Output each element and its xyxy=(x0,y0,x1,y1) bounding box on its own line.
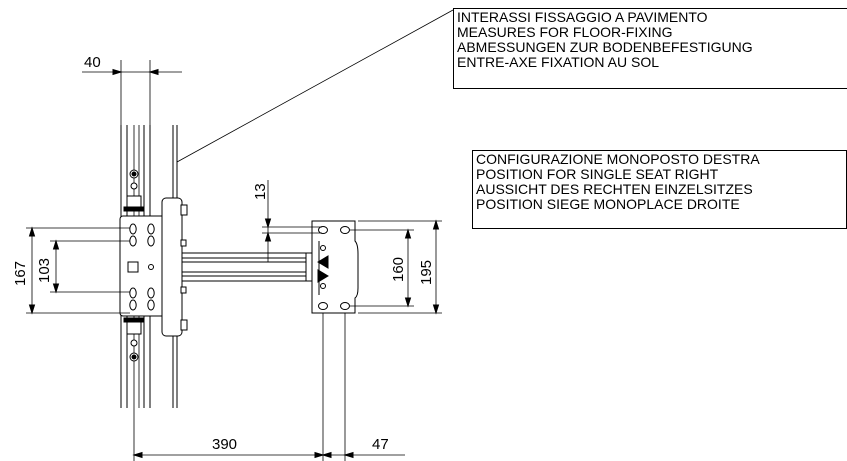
seat-profile xyxy=(161,125,188,408)
single-seat-line-de: AUSSICHT DES RECHTEN EINZELSITZES xyxy=(476,181,753,197)
single-seat-line-it: CONFIGURAZIONE MONOPOSTO DESTRA xyxy=(476,151,760,167)
dimension-195: 195 xyxy=(358,219,442,315)
floor-fixing-leader xyxy=(176,9,454,163)
cross-beam xyxy=(182,252,310,282)
dimension-47-label: 47 xyxy=(372,436,389,453)
floor-fixing-line-en: MEASURES FOR FLOOR-FIXING xyxy=(457,24,673,40)
dimension-103: 103 xyxy=(36,239,130,294)
dimension-167: 167 xyxy=(12,226,130,315)
single-seat-line-en: POSITION FOR SINGLE SEAT RIGHT xyxy=(476,166,719,182)
dimension-40: 40 xyxy=(82,54,182,125)
dimension-160-label: 160 xyxy=(390,257,407,282)
left-bracket-plate xyxy=(119,215,167,317)
floor-fixing-line-de: ABMESSUNGEN ZUR BODENBEFESTIGUNG xyxy=(457,39,753,55)
dimension-390: 390 xyxy=(132,313,405,461)
rail-fixing-knobs xyxy=(123,169,145,362)
floor-fixing-note: INTERASSI FISSAGGIO A PAVIMENTO MEASURES… xyxy=(453,8,847,89)
dimension-390-label: 390 xyxy=(212,436,237,453)
right-mounting-plate xyxy=(305,220,359,314)
dimension-40-label: 40 xyxy=(84,54,101,71)
dimension-167-label: 167 xyxy=(12,261,29,286)
single-seat-line-fr: POSITION SIEGE MONOPLACE DROITE xyxy=(476,196,740,212)
dimension-195-label: 195 xyxy=(418,260,435,285)
dimension-160: 160 xyxy=(350,228,414,308)
dimension-13-label: 13 xyxy=(252,183,269,200)
single-seat-right-note: CONFIGURAZIONE MONOPOSTO DESTRA POSITION… xyxy=(472,150,847,229)
floor-fixing-line-it: INTERASSI FISSAGGIO A PAVIMENTO xyxy=(457,9,708,25)
dimension-13: 13 xyxy=(252,180,322,262)
dimension-103-label: 103 xyxy=(36,258,53,283)
dimension-47: 47 xyxy=(321,436,389,459)
floor-fixing-line-fr: ENTRE-AXE FIXATION AU SOL xyxy=(457,54,660,70)
